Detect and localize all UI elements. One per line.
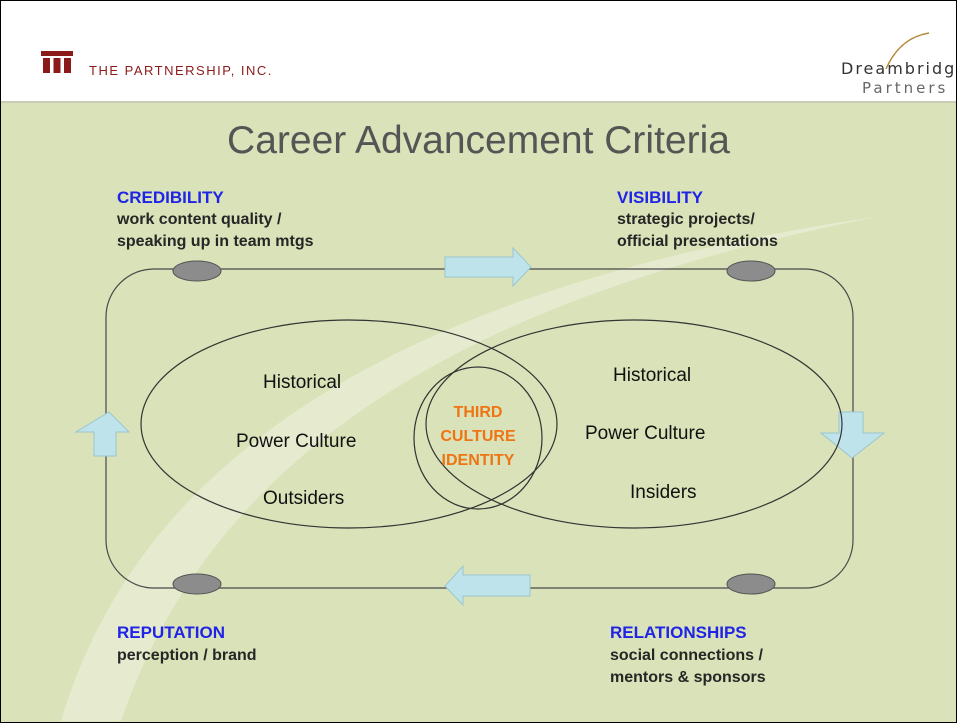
venn-left-ellipse <box>140 319 558 529</box>
credibility-line2: speaking up in team mtgs <box>117 233 314 250</box>
venn-right-item: Historical <box>613 365 692 386</box>
relationships-line1: social connections / <box>610 647 763 664</box>
arrow-up <box>74 411 131 457</box>
arrow-down <box>819 411 886 459</box>
reputation-heading: REPUTATION <box>117 623 225 642</box>
header-bar: THE PARTNERSHIP, INC. Dreambridge Partne… <box>1 1 956 103</box>
arrow-left <box>444 564 531 607</box>
venn-left-item: Outsiders <box>263 488 345 509</box>
node-relationships <box>726 573 776 595</box>
venn-center-circle <box>413 366 543 510</box>
venn-right-ellipse <box>425 319 843 529</box>
slide-title: Career Advancement Criteria <box>227 119 730 162</box>
visibility-line1: strategic projects/ <box>617 211 755 228</box>
dreambridge-company-sub: Partners <box>862 79 949 97</box>
partnership-company-name: THE PARTNERSHIP, INC. <box>89 63 273 78</box>
relationships-heading: RELATIONSHIPS <box>610 623 747 642</box>
dreambridge-swoosh-icon <box>841 31 931 76</box>
visibility-heading: VISIBILITY <box>617 188 703 207</box>
credibility-line1: work content quality / <box>117 211 282 228</box>
background-swoosh <box>61 216 881 721</box>
node-visibility <box>726 260 776 282</box>
venn-right-item: Power Culture <box>585 423 706 444</box>
third-culture-line2: CULTURE <box>440 428 516 445</box>
node-credibility <box>172 260 222 282</box>
third-culture-line3: IDENTITY <box>441 452 515 469</box>
arrow-right <box>444 246 532 288</box>
dreambridge-company-name: Dreambridge <box>841 59 957 78</box>
reputation-line1: perception / brand <box>117 647 257 664</box>
partnership-logo-icon <box>41 51 73 78</box>
node-reputation <box>172 573 222 595</box>
venn-left-item: Power Culture <box>236 431 357 452</box>
third-culture-line1: THIRD <box>453 404 503 421</box>
credibility-heading: CREDIBILITY <box>117 188 224 207</box>
venn-right-item: Insiders <box>630 482 697 503</box>
relationships-line2: mentors & sponsors <box>610 669 766 686</box>
visibility-line2: official presentations <box>617 233 778 250</box>
venn-left-item: Historical <box>263 372 342 393</box>
